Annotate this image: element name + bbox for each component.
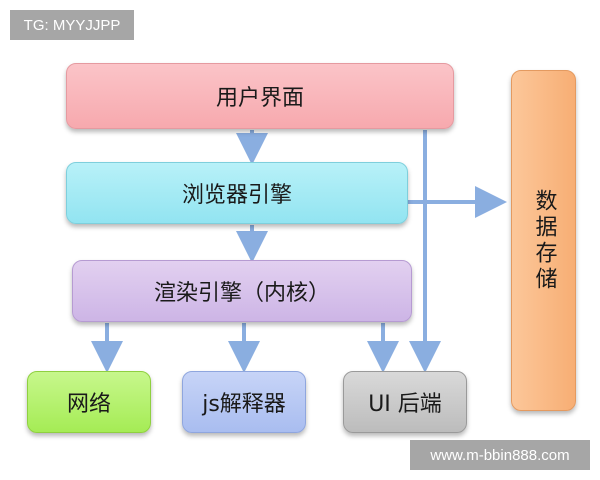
rendering-engine-label: 渲染引擎（内核） [153, 281, 330, 306]
browser-engine-label: 浏览器引擎 [181, 183, 292, 208]
ui-backend-label: UI 后端 [368, 392, 442, 417]
data-storage-box: 数据存储 [511, 70, 576, 411]
networking-box: 网络 [27, 371, 151, 433]
user-interface-box: 用户界面 [66, 63, 454, 129]
tg-overlay-label: TG: MYYJJPP [10, 10, 134, 40]
js-interpreter-label: js解释器 [202, 392, 286, 417]
watermark-label: www.m-bbin888.com [410, 440, 590, 470]
user-interface-label: 用户界面 [215, 86, 304, 111]
networking-label: 网络 [66, 392, 111, 417]
data-storage-label: 数据存储 [531, 188, 557, 293]
browser-engine-box: 浏览器引擎 [66, 162, 408, 224]
ui-backend-box: UI 后端 [343, 371, 467, 433]
js-interpreter-box: js解释器 [182, 371, 306, 433]
rendering-engine-box: 渲染引擎（内核） [72, 260, 412, 322]
